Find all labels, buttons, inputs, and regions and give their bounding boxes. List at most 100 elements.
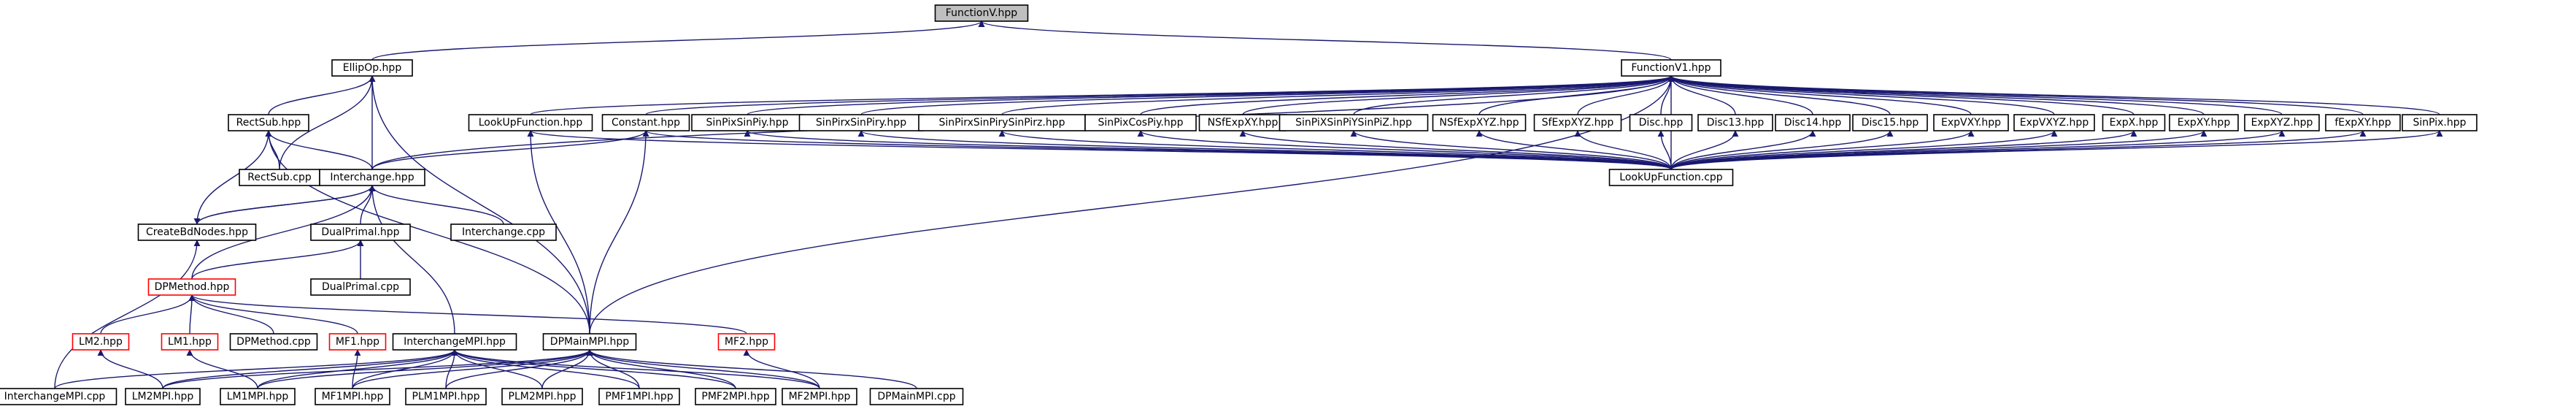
node-pmf1mpi[interactable]: PMF1MPI.hpp [598,388,680,405]
node-disc13[interactable]: Disc13.hpp [1697,114,1773,131]
node-interchange-cpp[interactable]: Interchange.cpp [450,223,557,241]
node-plm2mpi[interactable]: PLM2MPI.hpp [501,388,583,405]
node-box[interactable] [1432,114,1527,131]
node-expxy[interactable]: ExpXY.hpp [2169,114,2239,131]
node-rectsub-hpp[interactable]: RectSub.hpp [228,114,309,131]
node-box[interactable] [1621,59,1721,77]
node-expvxy[interactable]: ExpVXY.hpp [1933,114,2009,131]
node-fexpxy[interactable]: fExpXY.hpp [2325,114,2401,131]
node-box[interactable] [2244,114,2320,131]
node-box[interactable] [450,223,557,241]
node-box[interactable] [782,388,857,405]
node-box[interactable] [1084,114,1197,131]
node-disc14[interactable]: Disc14.hpp [1775,114,1851,131]
node-pmf2mpi[interactable]: PMF2MPI.hpp [695,388,776,405]
node-ellipop[interactable]: EllipOp.hpp [331,59,413,77]
node-dpmainmpi-hpp[interactable]: DPMainMPI.hpp [542,333,637,351]
node-box[interactable] [1852,114,1928,131]
node-interchangempi-cpp[interactable]: InterchangeMPI.cpp [0,388,117,405]
node-lm2-hpp[interactable]: LM2.hpp [72,333,130,351]
node-functionv[interactable]: FunctionV.hpp [934,4,1029,22]
node-box[interactable] [137,223,257,241]
node-box[interactable] [315,388,390,405]
node-sfexpxyz[interactable]: SfExpXYZ.hpp [1533,114,1622,131]
node-mf2mpi[interactable]: MF2MPI.hpp [782,388,857,405]
node-mf1-hpp[interactable]: MF1.hpp [328,333,387,351]
node-plm1mpi[interactable]: PLM1MPI.hpp [405,388,487,405]
node-box[interactable] [2169,114,2239,131]
node-sinpix[interactable]: SinPix.hpp [2402,114,2477,131]
node-box[interactable] [0,388,117,405]
node-box[interactable] [2325,114,2401,131]
node-box[interactable] [147,278,236,296]
node-box[interactable] [1608,169,1734,186]
node-box[interactable] [934,4,1029,22]
node-interchangempi-hpp[interactable]: InterchangeMPI.hpp [392,333,517,351]
node-box[interactable] [542,333,637,351]
node-box[interactable] [319,169,425,186]
edge-disc13-to-lookupfunction_cpp [1670,130,1739,170]
node-lm1mpi[interactable]: LM1MPI.hpp [220,388,296,405]
node-box[interactable] [220,388,296,405]
node-box[interactable] [1533,114,1622,131]
node-box[interactable] [695,388,776,405]
node-sinpirxsinpirysinpirz[interactable]: SinPirxSinPirySinPirz.hpp [918,114,1086,131]
node-box[interactable] [228,114,309,131]
node-box[interactable] [125,388,201,405]
node-rectsub-cpp[interactable]: RectSub.cpp [239,169,320,186]
node-dpmethod-hpp[interactable]: DPMethod.hpp [147,278,236,296]
node-box[interactable] [501,388,583,405]
node-box[interactable] [598,388,680,405]
node-box[interactable] [310,278,411,296]
node-box[interactable] [1697,114,1773,131]
node-dpmethod-cpp[interactable]: DPMethod.cpp [229,333,318,351]
node-box[interactable] [869,388,964,405]
node-sinpirxsinpiry[interactable]: SinPirxSinPiry.hpp [798,114,924,131]
node-nsfexpxyz[interactable]: NSfExpXYZ.hpp [1432,114,1527,131]
node-expxyz[interactable]: ExpXYZ.hpp [2244,114,2320,131]
node-box[interactable] [2102,114,2166,131]
node-box[interactable] [468,114,593,131]
node-box[interactable] [2013,114,2095,131]
node-box[interactable] [392,333,517,351]
node-sinpixsinpiysinpiz[interactable]: SinPiXSinPiYSinPiZ.hpp [1279,114,1429,131]
node-mf1mpi[interactable]: MF1MPI.hpp [315,388,390,405]
node-lm2mpi[interactable]: LM2MPI.hpp [125,388,201,405]
node-disc[interactable]: Disc.hpp [1629,114,1693,131]
node-nsfexpxy[interactable]: NSfExpXY.hpp [1198,114,1287,131]
edge-interchange_hpp-to-dpmethod_hpp [191,185,376,280]
node-box[interactable] [2402,114,2477,131]
node-mf2-hpp[interactable]: MF2.hpp [717,333,776,351]
node-lm1-hpp[interactable]: LM1.hpp [161,333,219,351]
node-box[interactable] [717,333,776,351]
node-box[interactable] [328,333,387,351]
node-dpmainmpi-cpp[interactable]: DPMainMPI.cpp [869,388,964,405]
node-box[interactable] [601,114,690,131]
node-dualprimal-cpp[interactable]: DualPrimal.cpp [310,278,411,296]
node-sinpixcospiy[interactable]: SinPixCosPiy.hpp [1084,114,1197,131]
node-functionv1[interactable]: FunctionV1.hpp [1621,59,1721,77]
node-box[interactable] [229,333,318,351]
node-box[interactable] [1629,114,1693,131]
node-constant[interactable]: Constant.hpp [601,114,690,131]
node-box[interactable] [1933,114,2009,131]
node-box[interactable] [331,59,413,77]
node-box[interactable] [1775,114,1851,131]
node-box[interactable] [310,223,411,241]
node-label: CreateBdNodes.hpp [146,226,248,238]
node-expvxyz[interactable]: ExpVXYZ.hpp [2013,114,2095,131]
node-lookupfunction-cpp[interactable]: LookUpFunction.cpp [1608,169,1734,186]
node-box[interactable] [72,333,130,351]
node-sinpixsinpiy[interactable]: SinPixSinPiy.hpp [691,114,803,131]
node-box[interactable] [405,388,487,405]
node-expx[interactable]: ExpX.hpp [2102,114,2166,131]
node-label: ExpXYZ.hpp [2251,117,2313,129]
node-box[interactable] [1279,114,1429,131]
node-lookupfunction-hpp[interactable]: LookUpFunction.hpp [468,114,593,131]
node-box[interactable] [161,333,219,351]
node-createbdnodes[interactable]: CreateBdNodes.hpp [137,223,257,241]
edge-expxy-to-lookupfunction_cpp [1670,130,2207,170]
node-interchange-hpp[interactable]: Interchange.hpp [319,169,425,186]
node-dualprimal-hpp[interactable]: DualPrimal.hpp [310,223,411,241]
node-disc15[interactable]: Disc15.hpp [1852,114,1928,131]
